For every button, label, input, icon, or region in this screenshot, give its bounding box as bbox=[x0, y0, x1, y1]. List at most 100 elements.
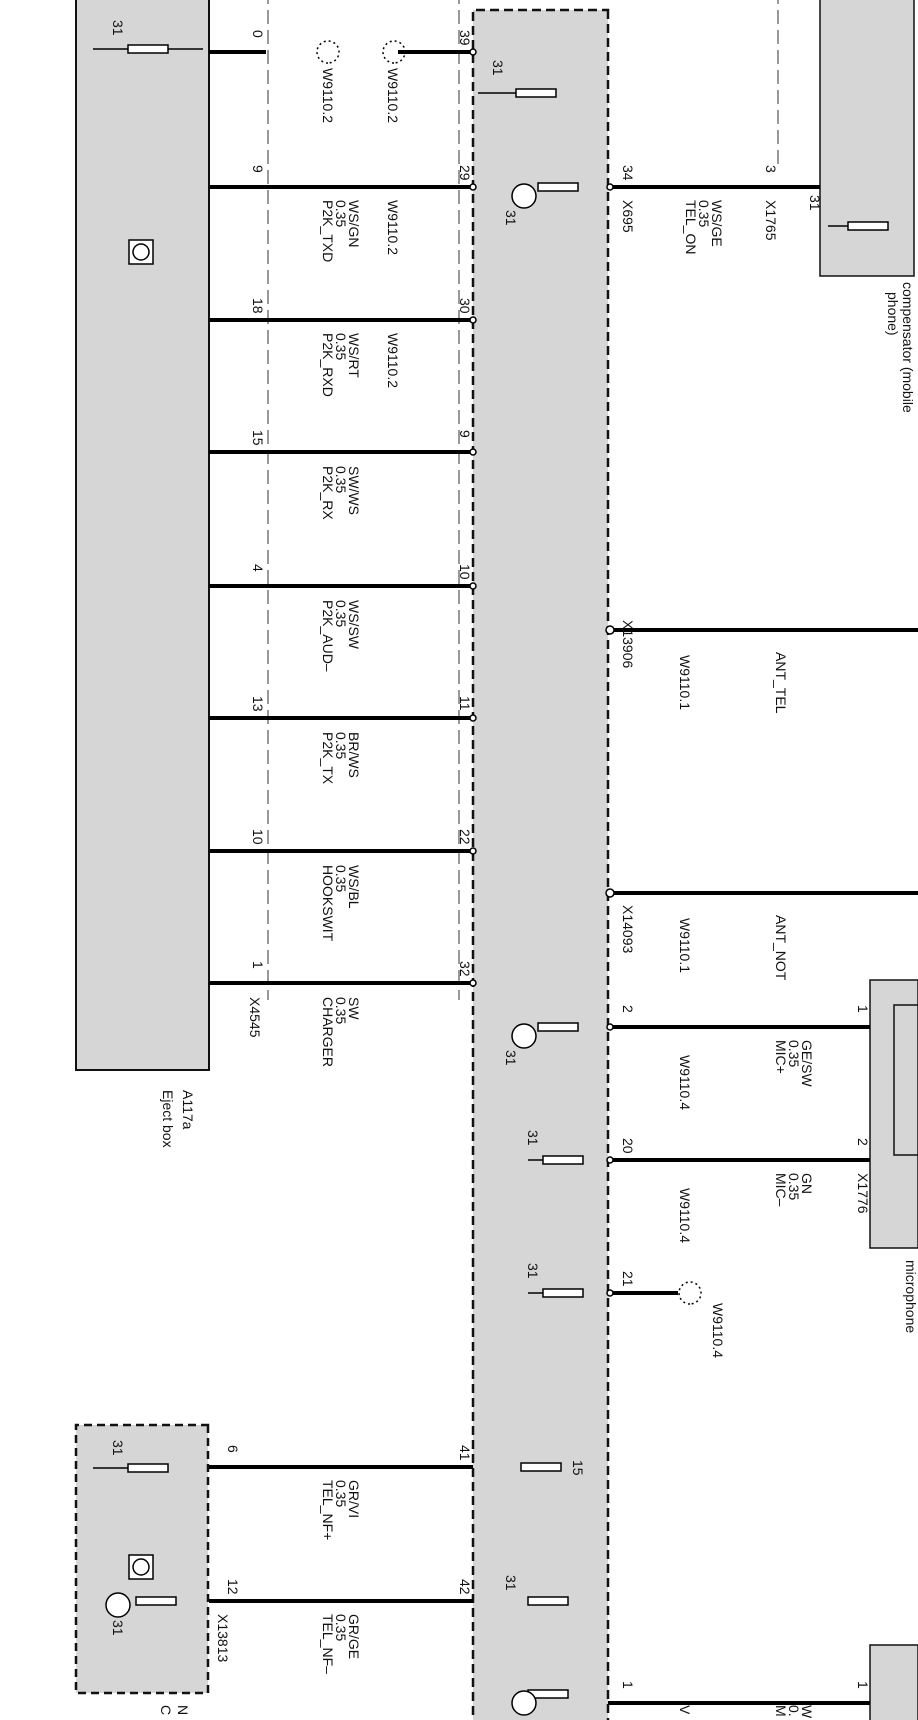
signal-color: WS/SW bbox=[346, 600, 362, 650]
eject-pin: 1 bbox=[250, 961, 266, 969]
splice-label: W9110.4 bbox=[710, 1303, 726, 1358]
signal-name: P2K_TXD bbox=[320, 200, 336, 262]
signal-name: P2K_AUD– bbox=[320, 600, 336, 672]
splice-label: W9110.1 bbox=[677, 918, 693, 973]
signal-spec: 0.35 bbox=[786, 1040, 802, 1067]
signal-name: MIC– bbox=[773, 1173, 789, 1207]
signal-spec: 0.35 bbox=[696, 200, 712, 227]
splice-label: W9110.4 bbox=[677, 1055, 693, 1110]
cu-pin: 41 bbox=[457, 1445, 473, 1461]
supply-label: 15 bbox=[570, 1460, 586, 1476]
right-wires bbox=[608, 185, 918, 1705]
microphone-pin: 2 bbox=[855, 1138, 871, 1146]
bottom-partial: 0. bbox=[786, 1705, 802, 1717]
signal-spec: 0.35 bbox=[333, 997, 349, 1024]
eject-pin: 4 bbox=[250, 564, 266, 572]
bottom-partial: M bbox=[773, 1705, 789, 1717]
bottom-partial: W bbox=[799, 1705, 815, 1719]
ground-label: 31 bbox=[503, 1575, 519, 1591]
signal-name: TEL_NF– bbox=[320, 1614, 336, 1674]
splice-label: W9110.1 bbox=[677, 655, 693, 710]
splice-label: W9110.2 bbox=[385, 68, 401, 123]
eject-box-id: A117a bbox=[180, 1090, 196, 1130]
mic-plus-pin: 2 bbox=[620, 1005, 636, 1013]
cu-pin: 22 bbox=[457, 829, 473, 845]
connector-label: X13906 bbox=[620, 620, 636, 668]
signal-color: GR/VI bbox=[346, 1480, 362, 1518]
eject-pin: 0 bbox=[250, 30, 266, 38]
signal-color: WS/BL bbox=[346, 865, 362, 909]
splice-circles bbox=[316, 40, 702, 1305]
signal-spec: 0.35 bbox=[333, 200, 349, 227]
pin21-label: 21 bbox=[620, 1271, 636, 1287]
diagram-content: A117a Eject box 0 9 18 15 4 13 10 1 39 2… bbox=[74, 0, 918, 1720]
ground-label: 31 bbox=[503, 1050, 519, 1066]
terminals bbox=[469, 48, 615, 1297]
signal-color: BR/WS bbox=[346, 732, 362, 778]
signal-color: GR/GE bbox=[346, 1614, 362, 1659]
signal-name: ANT_TEL bbox=[773, 652, 789, 714]
signal-spec: 0.35 bbox=[333, 1480, 349, 1507]
tel-on-pin: 34 bbox=[620, 165, 636, 181]
microphone-pin: 1 bbox=[855, 1005, 871, 1013]
splice-label: W9110.2 bbox=[385, 200, 401, 255]
splice-label: W9110.4 bbox=[677, 1188, 693, 1243]
eject-pin: 13 bbox=[250, 696, 266, 712]
signal-color: GN bbox=[799, 1173, 815, 1194]
mic-minus-pin: 20 bbox=[620, 1138, 636, 1154]
compensator-pin: 3 bbox=[763, 165, 779, 173]
ground-label: 31 bbox=[110, 1620, 126, 1636]
signal-name: P2K_RXD bbox=[320, 333, 336, 397]
ground-label: 31 bbox=[525, 1263, 541, 1279]
compensator-module bbox=[819, 0, 915, 277]
signal-color: WS/RT bbox=[346, 333, 362, 378]
ground-symbols bbox=[93, 44, 889, 1699]
signal-name: TEL_NF+ bbox=[320, 1480, 336, 1540]
signal-name: MIC+ bbox=[773, 1040, 789, 1074]
microphone-connector: X1776 bbox=[855, 1173, 871, 1214]
labels: A117a Eject box 0 9 18 15 4 13 10 1 39 2… bbox=[110, 20, 918, 1719]
bottom-pin-right: 1 bbox=[855, 1681, 871, 1689]
signal-color: SW bbox=[346, 997, 362, 1020]
cu-pin: 30 bbox=[457, 298, 473, 314]
eject-wires bbox=[209, 50, 473, 1603]
lower-connector: X13813 bbox=[215, 1614, 231, 1662]
signal-spec: 0.35 bbox=[333, 466, 349, 493]
connector-label: X695 bbox=[620, 200, 636, 233]
signal-name: ANT_NOT bbox=[773, 915, 789, 981]
transistor-symbols bbox=[105, 183, 537, 1716]
signal-spec: 0.35 bbox=[333, 333, 349, 360]
ground-label: 31 bbox=[807, 195, 823, 211]
ground-label: 31 bbox=[503, 210, 519, 226]
control-unit-module bbox=[471, 8, 610, 1720]
module-ground-icons bbox=[128, 239, 154, 1580]
cu-pin: 32 bbox=[457, 961, 473, 977]
bottom-pin: 1 bbox=[620, 1681, 636, 1689]
signal-name: TEL_ON bbox=[683, 200, 699, 254]
signal-color: SW/WS bbox=[346, 466, 362, 515]
signal-name: HOOKSWIT bbox=[320, 865, 336, 942]
eject-pin: 15 bbox=[250, 430, 266, 446]
signal-spec: 0.35 bbox=[333, 732, 349, 759]
signal-color: WS/GE bbox=[709, 200, 725, 247]
ground-label: 31 bbox=[110, 20, 126, 36]
signal-spec: 0.35 bbox=[333, 865, 349, 892]
signal-name: CHARGER bbox=[320, 997, 336, 1067]
connector-label: X4545 bbox=[247, 997, 263, 1038]
ground-label: 31 bbox=[490, 60, 506, 76]
eject-pin: 18 bbox=[250, 298, 266, 314]
compensator-text-1: compensator (mobile bbox=[900, 282, 916, 413]
ground-label: 31 bbox=[525, 1130, 541, 1146]
ground-label: 31 bbox=[110, 1440, 126, 1456]
eject-box-module bbox=[75, 0, 210, 1071]
bottom-partial: V bbox=[677, 1705, 693, 1715]
eject-box-name: Eject box bbox=[160, 1090, 176, 1148]
cu-pin: 29 bbox=[457, 165, 473, 181]
signal-color: GE/SW bbox=[799, 1040, 815, 1087]
microphone-text: microphone bbox=[903, 1260, 918, 1333]
microphone-inner bbox=[893, 1004, 918, 1156]
connector-label: X14093 bbox=[620, 905, 636, 953]
signal-name: P2K_TX bbox=[320, 732, 336, 785]
cu-pin: 11 bbox=[457, 696, 473, 711]
compensator-text-2: phone) bbox=[885, 292, 901, 336]
